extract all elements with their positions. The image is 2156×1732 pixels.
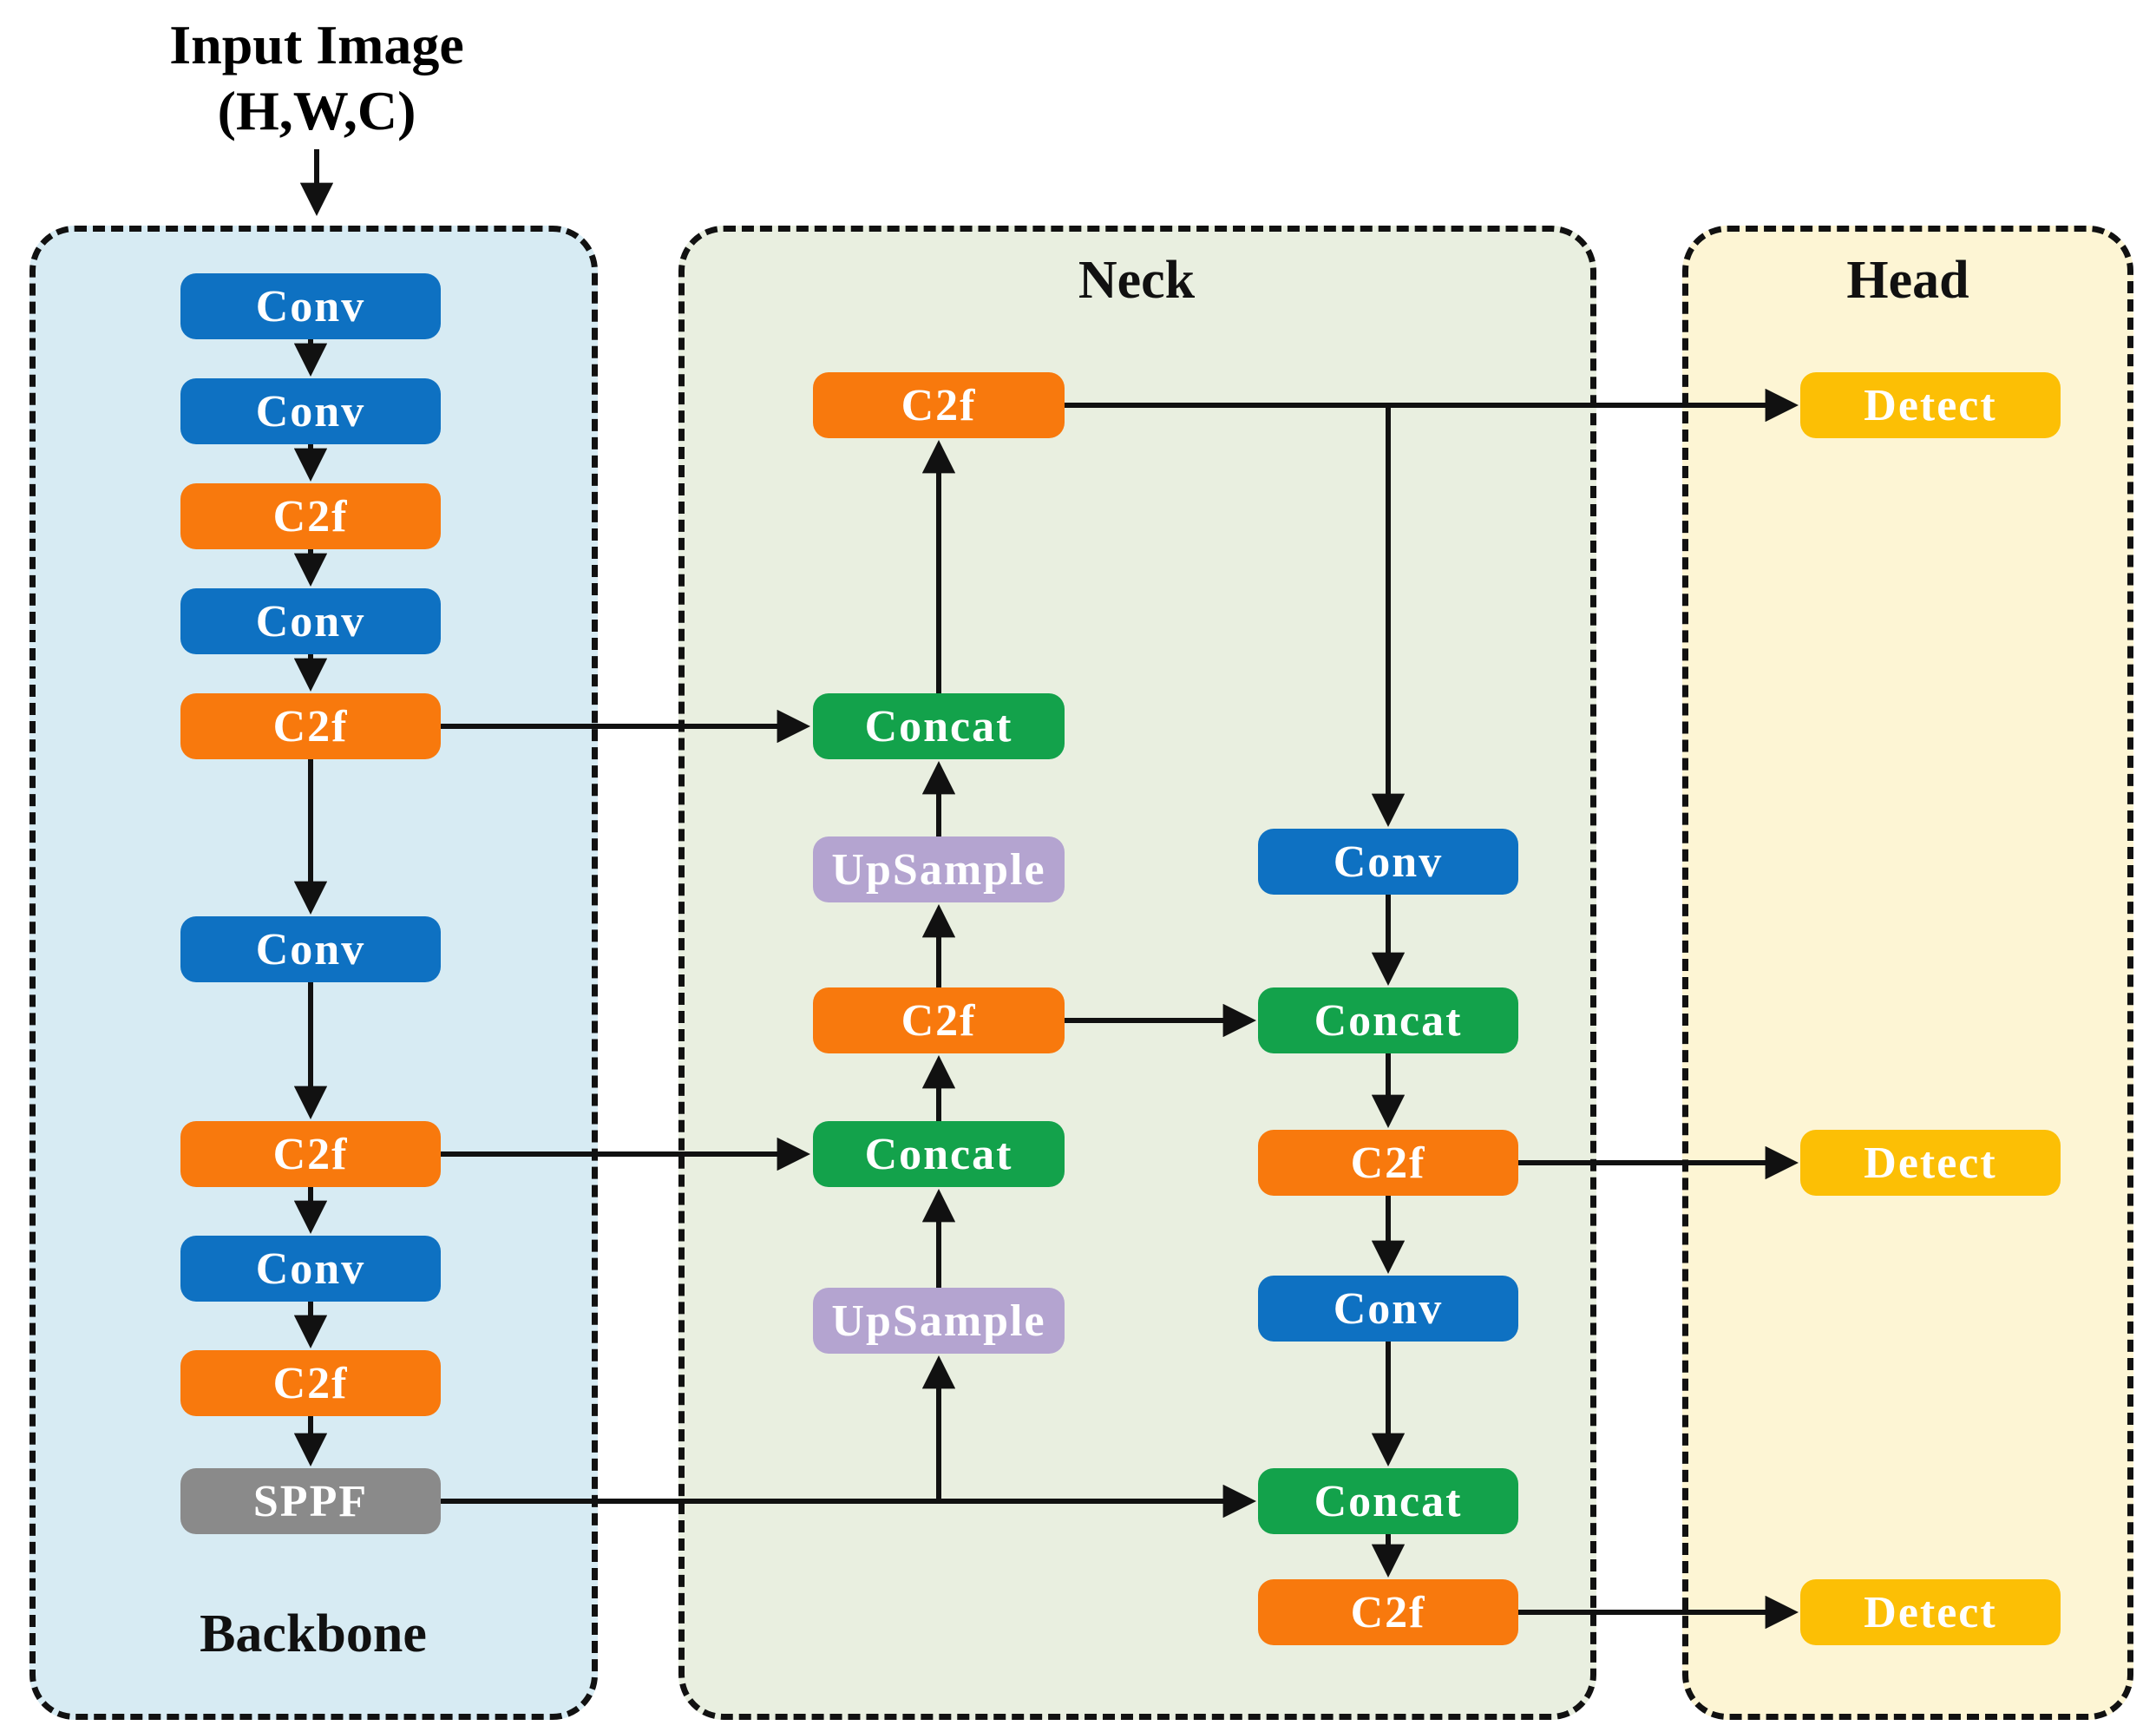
backbone-block-conv5: Conv xyxy=(180,1236,441,1302)
backbone-block-c2f2: C2f xyxy=(180,693,441,759)
input-image-title: Input Image (H,W,C) xyxy=(74,12,560,143)
head-detect2: Detect xyxy=(1800,1130,2061,1196)
backbone-block-c2f4: C2f xyxy=(180,1350,441,1416)
head-detect3: Detect xyxy=(1800,1579,2061,1645)
neck-left-upsample2: UpSample xyxy=(813,1288,1065,1354)
neck-left-c2f-top: C2f xyxy=(813,372,1065,438)
backbone-title: Backbone xyxy=(200,1604,427,1663)
head-title: Head xyxy=(1846,251,1969,310)
backbone-block-conv1: Conv xyxy=(180,273,441,339)
neck-left-concat2: Concat xyxy=(813,1121,1065,1187)
neck-right-c2f2: C2f xyxy=(1258,1579,1518,1645)
neck-right-c2f1: C2f xyxy=(1258,1130,1518,1196)
neck-right-conv1: Conv xyxy=(1258,829,1518,895)
head-panel xyxy=(1682,226,2133,1720)
input-image-line1: Input Image xyxy=(169,14,464,75)
neck-left-c2f-mid: C2f xyxy=(813,987,1065,1053)
head-detect1: Detect xyxy=(1800,372,2061,438)
backbone-block-conv2: Conv xyxy=(180,378,441,444)
neck-left-upsample1: UpSample xyxy=(813,836,1065,902)
neck-right-concat1: Concat xyxy=(1258,987,1518,1053)
neck-left-concat1: Concat xyxy=(813,693,1065,759)
neck-right-conv2: Conv xyxy=(1258,1276,1518,1342)
backbone-block-c2f1: C2f xyxy=(180,483,441,549)
input-image-line2: (H,W,C) xyxy=(217,79,416,141)
neck-right-concat2: Concat xyxy=(1258,1468,1518,1534)
backbone-block-conv3: Conv xyxy=(180,588,441,654)
backbone-block-c2f3: C2f xyxy=(180,1121,441,1187)
backbone-block-conv4: Conv xyxy=(180,916,441,982)
backbone-block-sppf: SPPF xyxy=(180,1468,441,1534)
neck-title: Neck xyxy=(1078,251,1196,310)
